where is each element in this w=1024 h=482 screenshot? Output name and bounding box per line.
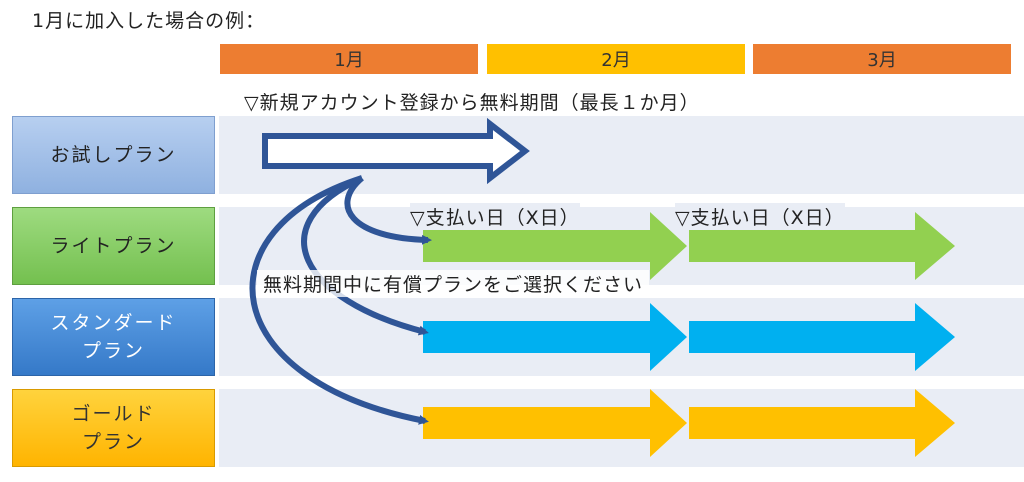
month-header-3: 3月 <box>753 44 1011 74</box>
plan-label-trial: お試しプラン <box>50 143 177 166</box>
plan-box-light: ライトプラン <box>12 207 215 285</box>
connector-to-gold <box>249 175 429 425</box>
connector-to-standard <box>301 175 429 336</box>
connector-to-light <box>344 175 432 245</box>
plan-label-gold-line2: プラン <box>81 431 145 453</box>
plan-box-trial: お試しプラン <box>12 116 215 194</box>
month-label-3: 3月 <box>867 50 897 71</box>
standard-arrow-1 <box>423 303 687 371</box>
plan-box-gold: ゴールド プラン <box>12 389 215 467</box>
trial-arrow <box>262 117 530 185</box>
plan-label-standard-line2: プラン <box>81 340 145 362</box>
plan-label-gold-line1: ゴールド <box>71 402 156 425</box>
gold-arrow-2 <box>689 389 955 457</box>
standard-arrow-2 <box>689 303 955 371</box>
gold-arrow-1 <box>423 389 687 457</box>
note-pay-day-2: ▽支払い日（X日） <box>675 203 845 230</box>
light-arrow-2 <box>689 212 955 280</box>
month-label-1: 1月 <box>334 50 364 71</box>
diagram-heading: 1月に加入した場合の例： <box>32 10 266 32</box>
plan-box-standard: スタンダード プラン <box>12 298 215 376</box>
note-pay-day-1: ▽支払い日（X日） <box>410 203 580 230</box>
month-header-1: 1月 <box>220 44 478 74</box>
plan-label-standard-line1: スタンダード <box>50 311 177 334</box>
light-arrow-1 <box>423 212 687 280</box>
note-free-period: ▽新規アカウント登録から無料期間（最長１か月） <box>244 92 700 114</box>
month-header-2: 2月 <box>487 44 745 74</box>
note-choose-plan: 無料期間中に有償プランをご選択ください <box>257 270 650 297</box>
plan-label-light: ライトプラン <box>50 234 177 257</box>
month-label-2: 2月 <box>601 50 631 71</box>
